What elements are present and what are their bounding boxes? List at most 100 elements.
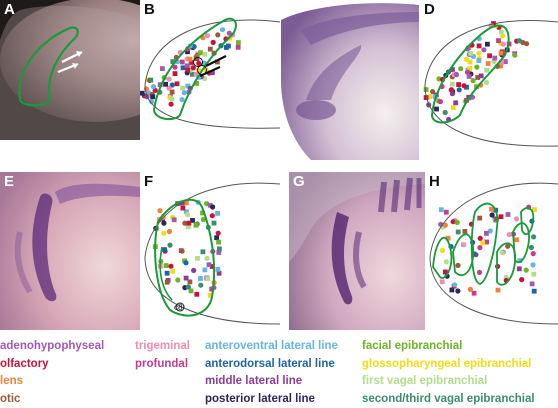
fate-map-marker [476,58,482,63]
legend-entry: olfactory [0,357,49,370]
fate-map-marker [516,266,522,272]
fate-map-marker [179,97,185,103]
fate-map-marker [448,87,454,93]
fate-map-marker [140,90,145,96]
fate-map-marker [467,66,473,71]
fate-map-marker [434,106,439,112]
fate-map-marker [189,60,194,65]
fate-map-marker [204,33,211,39]
fate-map-marker [489,212,495,218]
legend-entry: otic [0,392,21,405]
fate-map-marker [195,256,200,261]
fate-map-marker [215,230,221,236]
fate-map-marker [512,52,518,58]
fate-map-marker [498,50,504,56]
legend-column-3: anteroventral lateral line anterodorsal … [205,338,338,408]
fate-map-marker [219,27,226,33]
fate-map-marker [453,100,459,106]
fate-map-marker [209,213,215,219]
fate-map-marker [179,59,185,65]
fate-map-marker [207,202,213,208]
fate-map-marker [170,268,176,274]
fate-map-f: c8 [144,182,280,325]
fate-map-marker [449,91,455,97]
fate-map-marker [185,284,191,290]
legend-column-4: facial epibranchial glossopharyngeal epi… [362,338,535,408]
fate-map-marker [184,209,189,215]
fate-map-marker [485,41,490,47]
fate-map-marker [198,282,204,288]
fate-map-marker [467,286,473,292]
fate-map-marker [439,247,446,253]
fate-map-marker [513,216,520,222]
legend-entry: anteroventral lateral line [205,340,338,352]
fate-map-marker [498,214,504,220]
fate-map-marker [191,44,197,50]
fate-map-marker [209,264,215,269]
fate-map-marker [505,243,511,249]
fate-map-marker [172,71,178,76]
fate-map-marker [445,235,451,241]
placode-outline [18,26,79,107]
fate-map-marker [181,90,187,96]
fate-map-marker [211,220,217,226]
fate-map-marker [530,251,536,257]
fate-map-marker [180,205,186,211]
fate-map-marker [169,82,175,88]
fate-map-marker [454,219,460,225]
fate-map-marker [498,29,504,35]
fate-map-marker [471,290,477,296]
photo-g-image [289,172,425,330]
fate-map-marker [174,81,180,87]
fate-map-marker [450,105,456,111]
fate-map-marker [456,82,461,87]
fate-map-marker [210,39,216,46]
fate-map-marker [430,89,436,95]
fate-map-marker [163,263,169,268]
fate-map-marker [477,245,483,251]
fate-map-marker [169,96,175,102]
fate-map-marker [187,279,193,285]
fate-map-marker [494,216,499,222]
panel-c-photo: C [281,0,419,160]
fate-map-marker [187,56,193,62]
fate-map-marker [455,288,461,294]
fate-map-marker [506,232,512,238]
fate-map-marker [475,75,481,80]
fate-map-marker [216,270,222,276]
fate-map-marker [438,207,444,213]
fate-map-marker [206,262,212,268]
fate-map-marker [443,209,449,215]
annotation-c8: c8 [174,303,183,312]
fate-map-marker [236,40,241,45]
fate-map-marker [476,43,482,49]
fate-map-marker [180,65,186,71]
legend-column-1: adenohypophyseal olfactory lens otic [0,338,104,408]
fate-map-marker [496,38,501,43]
fate-map-marker [180,85,186,91]
fate-map-marker [190,71,195,77]
fate-map-marker [500,41,506,47]
legend-entry: profundal [135,357,189,370]
fate-map-marker [198,276,203,281]
legend-entry: adenohypophyseal [0,340,105,352]
fate-map-marker [190,65,196,71]
fate-map-marker [484,231,489,236]
fate-map-marker [168,101,174,107]
fate-map-marker [489,206,494,212]
fate-map-marker [439,279,445,285]
fate-map-marker [194,291,200,297]
fate-map-marker [209,70,215,76]
fate-map-marker [487,228,493,234]
fate-map-marker [455,229,461,235]
fate-map-marker [470,78,476,84]
fate-map-marker [476,50,482,56]
fate-map-marker [450,219,456,225]
fate-map-marker [484,239,489,245]
fate-map-marker [190,218,195,223]
fate-map-d [423,20,558,147]
fate-map-h [429,182,558,325]
fate-map-marker [200,249,206,255]
panel-label-b: B [144,1,155,18]
fate-map-marker [188,288,194,294]
